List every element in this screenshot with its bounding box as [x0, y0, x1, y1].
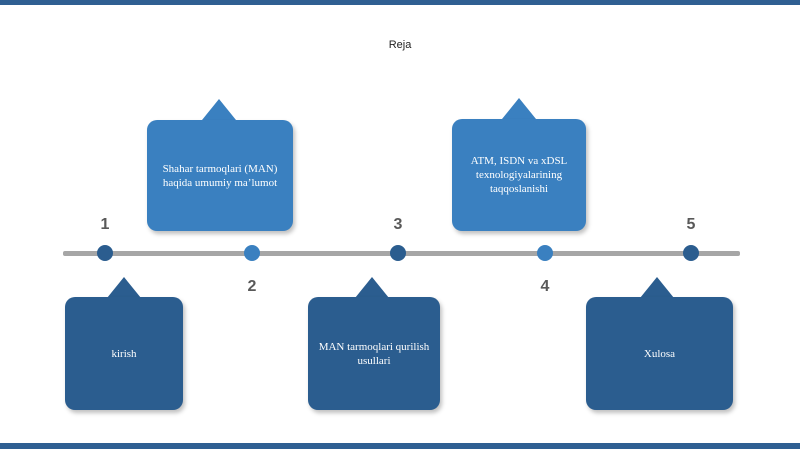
callout-step-5-text: Xulosa	[643, 347, 676, 360]
callout-step-3-text: MAN tarmoqlari qurilish usullari	[318, 340, 430, 367]
callout-step-2-text: Shahar tarmoqlari (MAN) haqida umumiy ma…	[162, 162, 278, 189]
step-number-5: 5	[686, 216, 696, 233]
timeline-dot-4	[537, 245, 553, 261]
callout-step-4-text: ATM, ISDN va xDSL texnologiyalarining ta…	[470, 155, 568, 195]
slide-title: Reja	[388, 39, 412, 51]
callout-step-1-text: kirish	[111, 347, 137, 360]
bottom-accent-bar	[0, 443, 800, 449]
callout-step-2: Shahar tarmoqlari (MAN) haqida umumiy ma…	[147, 120, 293, 231]
callout-step-5: Xulosa	[586, 297, 733, 410]
callout-step-3: MAN tarmoqlari qurilish usullari	[308, 297, 440, 410]
timeline-dot-5	[683, 245, 699, 261]
callout-4-pointer	[502, 98, 536, 119]
callout-2-pointer	[202, 99, 236, 120]
timeline-dot-2	[244, 245, 260, 261]
callout-1-pointer	[107, 277, 141, 298]
step-number-1: 1	[100, 216, 110, 233]
timeline-dot-3	[390, 245, 406, 261]
timeline-dot-1	[97, 245, 113, 261]
callout-5-pointer	[640, 277, 674, 298]
step-number-4: 4	[540, 278, 550, 295]
callout-3-pointer	[355, 277, 389, 298]
callout-step-4: ATM, ISDN va xDSL texnologiyalarining ta…	[452, 119, 586, 231]
callout-step-1: kirish	[65, 297, 183, 410]
step-number-3: 3	[393, 216, 403, 233]
step-number-2: 2	[247, 278, 257, 295]
top-accent-bar	[0, 0, 800, 5]
